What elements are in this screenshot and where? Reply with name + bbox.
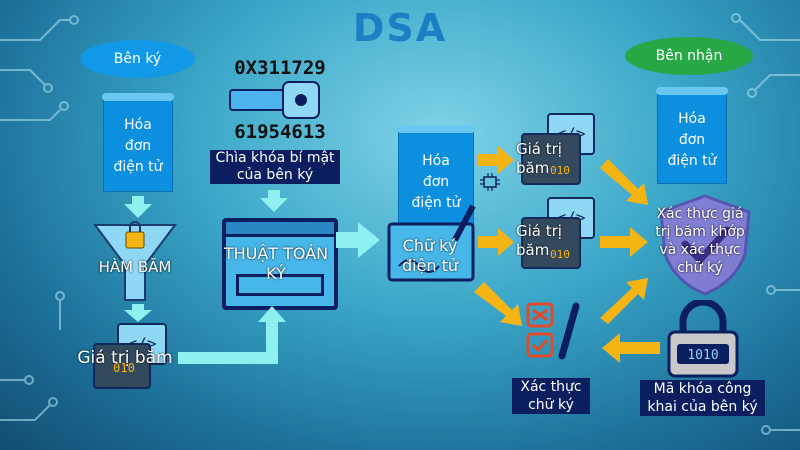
arrow-invoice-to-hash-top [478,146,514,174]
arrow-invoice-to-funnel [124,196,152,218]
key-code-top: 0X311729 [234,57,326,79]
verify-result-label: Xác thực giá trị băm khớp và xác thực ch… [645,205,755,277]
hash-code-icon-middle: </> 010 [521,197,595,269]
public-key-line: khai của bên ký [647,399,758,415]
verify-result-line: Xác thực giá [656,206,744,222]
arrow-algorithm-to-signature [336,222,380,258]
invoice-document-right: Hóa đơn điện tử [656,87,728,184]
hash-value-top-label: Giá trị băm [516,140,576,178]
arrow-signature-to-hash-mid [478,228,514,256]
public-key-line: Mã khóa công [653,381,752,397]
key-icon [229,81,320,119]
key-code-bottom: 61954613 [234,121,326,143]
svg-text:010: 010 [550,164,570,177]
chip-icon [480,173,500,191]
hash-top-line: Giá trị [516,140,562,158]
invoice-line: đơn [124,138,152,154]
verify-sig-line: chữ ký [528,397,574,413]
lock-code: 1010 [687,348,718,363]
lock-icon: 1010 [667,300,739,378]
diagram-title: DSA [352,6,448,50]
verify-result-line: và xác thực [659,242,741,258]
verify-result-line: trị băm khớp [655,224,745,240]
invoice-line: điện tử [113,159,163,175]
invoice-line: Hóa [124,117,152,133]
invoice-document-left: Hóa đơn điện tử [102,93,174,192]
invoice-document-middle: Hóa đơn điện tử [397,125,475,228]
hash-value-mid-label: Giá trị băm [516,222,576,260]
hash-mid-line: Giá trị [516,222,562,240]
signing-line: KÝ [266,264,286,283]
invoice-line: điện tử [667,153,717,169]
sender-pill: Bên ký [80,40,195,78]
signature-line: điện tử [401,256,459,275]
hash-value-left-label: Giá trị băm [77,348,173,368]
verify-result-line: chữ ký [677,260,723,276]
arrow-signature-to-verify [474,282,522,326]
arrow-key-to-algorithm [260,190,288,212]
hash-code-icon-top: </> 010 [521,113,595,185]
invoice-line: Hóa [678,111,706,127]
signature-line: Chữ ký [402,236,458,255]
shield-check-icon [659,194,751,296]
hash-function-label: HÀM BĂM [98,258,172,276]
arrow-hash-to-algorithm [178,306,286,364]
receiver-pill: Bên nhận [625,37,753,75]
hash-top-line: băm [516,159,550,177]
checklist-pencil-icon [526,302,580,360]
sender-label: Bên ký [113,51,162,67]
arrow-verify-to-shield [600,278,648,324]
invoice-line: điện tử [411,195,461,211]
private-key-line: Chìa khóa bí mật [215,150,335,166]
invoice-line: đơn [422,174,450,190]
arrow-hash-top-to-shield [600,159,648,205]
hash-code-icon: </> 010 [93,323,167,389]
hash-mid-line: băm [516,241,550,259]
private-key-label: Chìa khóa bí mật của bên ký [210,150,340,184]
public-key-label: Mã khóa công khai của bên ký [640,380,765,416]
digital-signature-label: Chữ ký điện tử [385,236,475,276]
invoice-line: đơn [678,132,706,148]
verify-signature-label: Xác thực chữ ký [512,378,590,414]
arrow-funnel-to-hash [124,304,152,322]
verify-sig-line: Xác thực [520,379,582,395]
svg-text:010: 010 [113,361,135,375]
signing-line: THUẬT TOÁN [223,244,329,263]
signing-algorithm-window [222,218,338,310]
svg-text:010: 010 [550,248,570,261]
funnel-icon [93,221,177,301]
signing-algorithm-label: THUẬT TOÁN KÝ [206,244,346,284]
signature-document-icon [387,204,476,282]
arrow-hash-mid-to-shield [600,227,648,257]
private-key-line: của bên ký [236,167,314,183]
arrow-lock-to-verify [602,333,660,363]
receiver-label: Bên nhận [655,48,723,64]
invoice-line: Hóa [422,153,450,169]
